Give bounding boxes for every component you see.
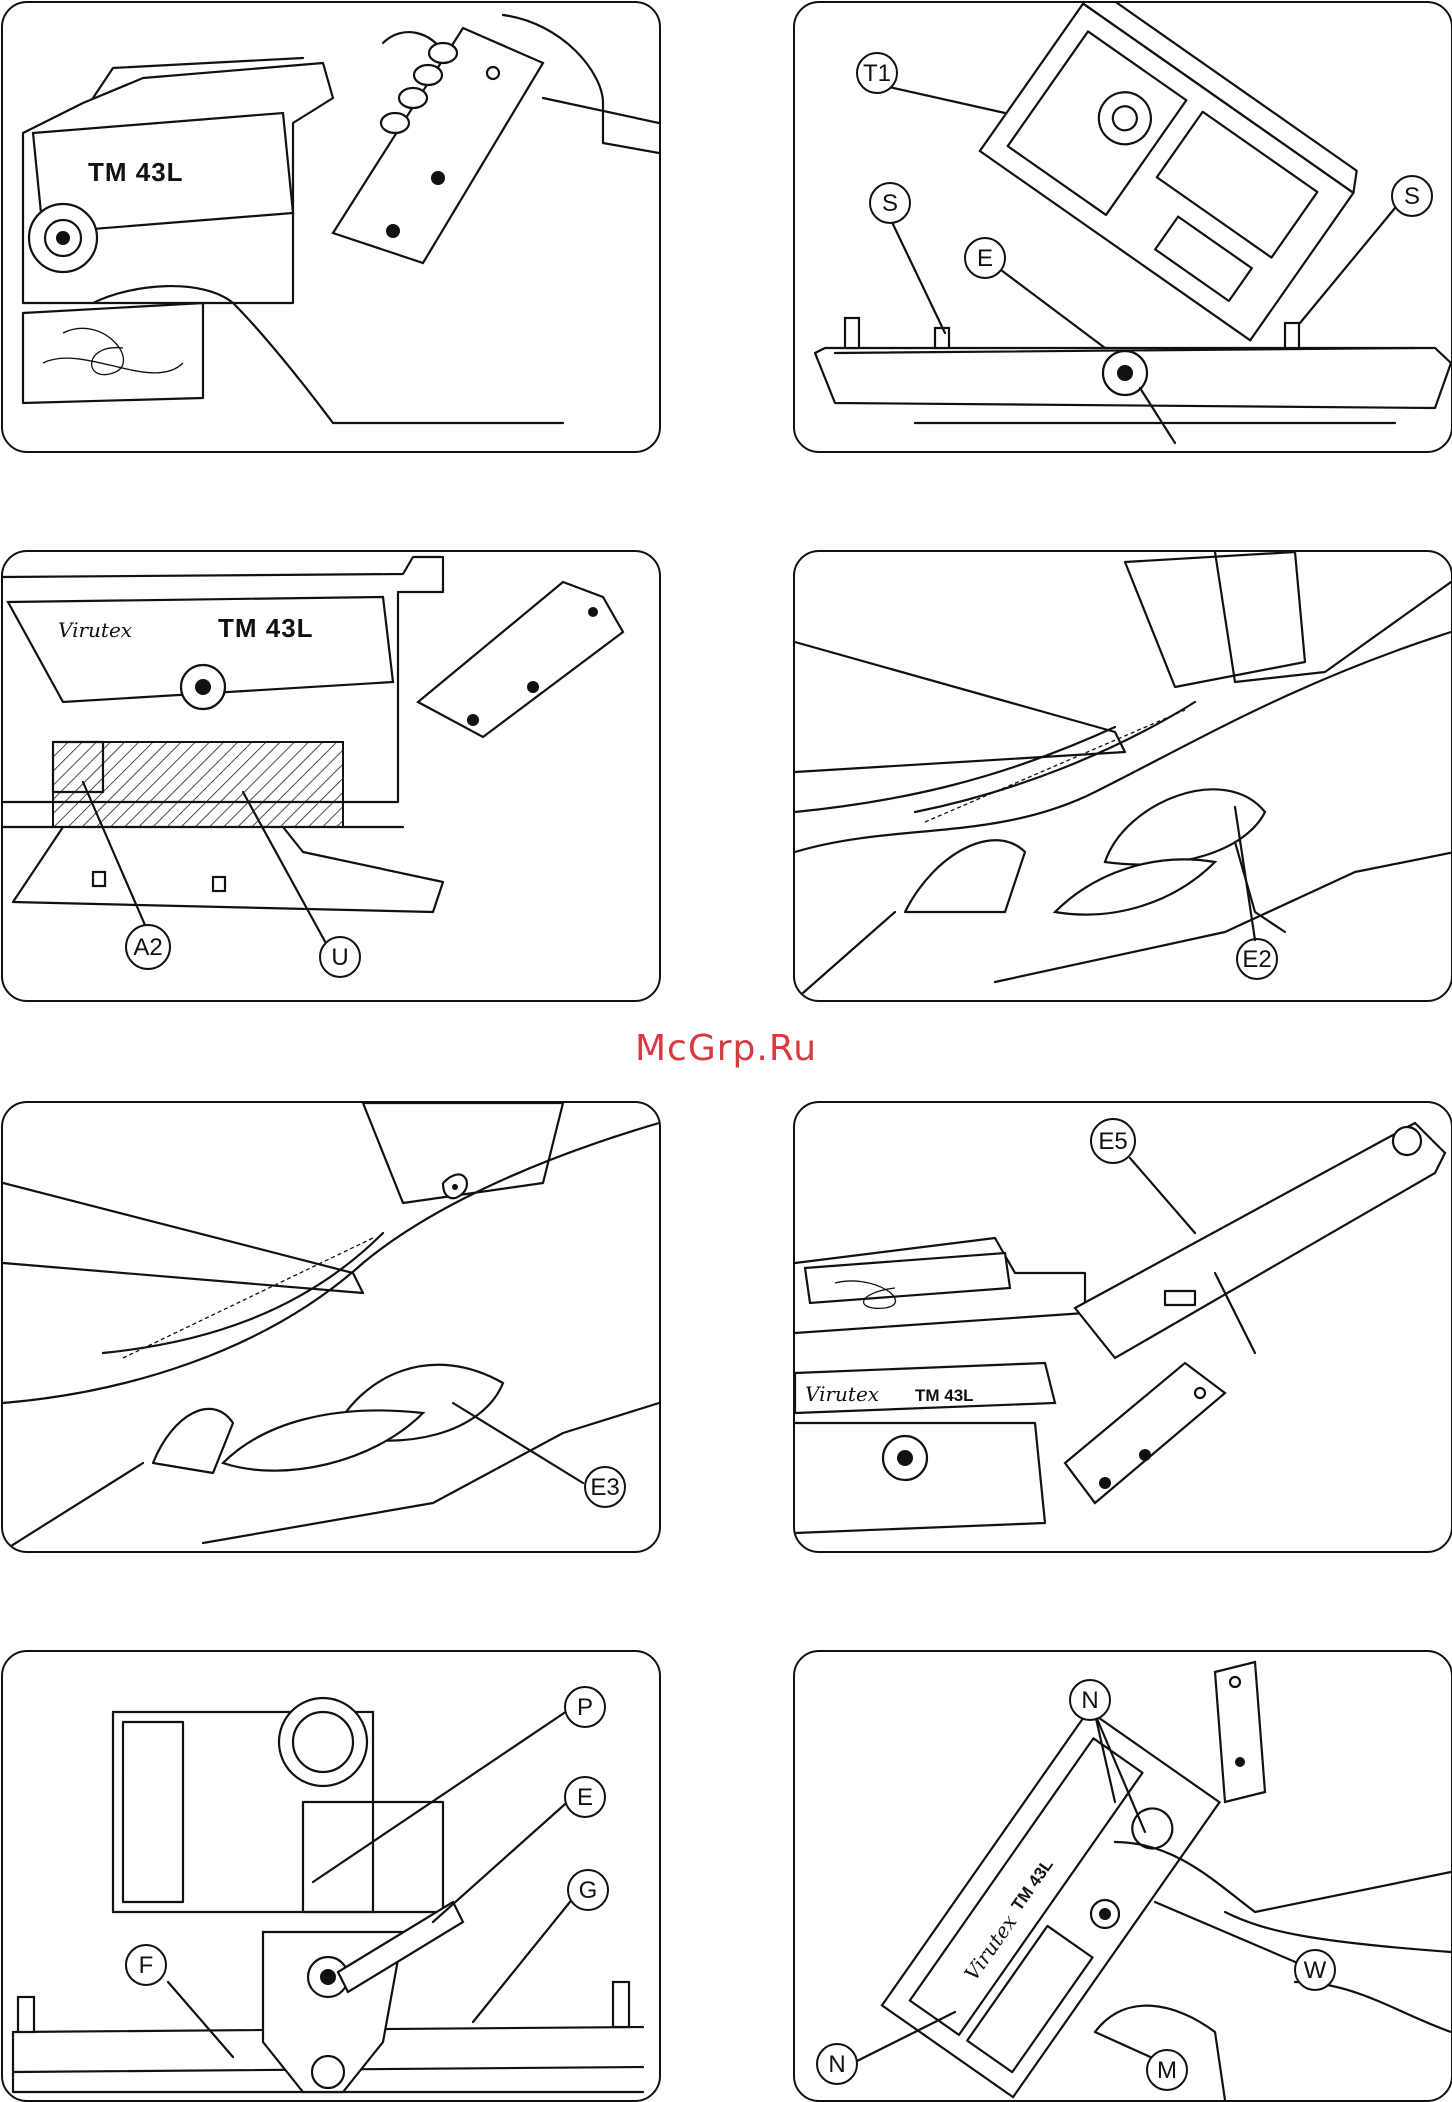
svg-text:N: N: [1081, 1687, 1098, 1714]
callout-P: P: [565, 1687, 605, 1727]
callout-U: U: [320, 937, 360, 977]
callout-E: E: [565, 1777, 605, 1817]
router-base-scale-illustration-2: E3: [3, 1103, 659, 1551]
figure-panel-1: TM 43L: [1, 1, 661, 453]
callout-A2: A2: [126, 925, 170, 969]
callout-E: E: [965, 238, 1005, 278]
watermark-text: McGrp.Ru: [0, 1028, 1452, 1069]
svg-text:W: W: [1304, 1957, 1327, 1984]
callout-N-bottom: N: [817, 2044, 857, 2084]
svg-text:U: U: [331, 944, 348, 971]
svg-text:S: S: [1404, 183, 1420, 210]
model-label: TM 43L: [218, 613, 314, 643]
callout-G: G: [568, 1870, 608, 1910]
callout-S-right: S: [1392, 176, 1432, 216]
svg-text:E5: E5: [1098, 1128, 1127, 1155]
callout-E3: E3: [585, 1467, 625, 1507]
figure-panel-3: A2 U Virutex TM 43L: [1, 550, 661, 1002]
router-arm-illustration: E5 Virutex TM 43L: [795, 1103, 1451, 1551]
svg-text:E2: E2: [1242, 946, 1271, 973]
svg-text:F: F: [139, 1952, 154, 1979]
callout-M: M: [1147, 2050, 1187, 2090]
brand-script: Virutex: [805, 1382, 879, 1406]
figure-panel-4: E2: [793, 550, 1452, 1002]
tilted-router-illustration: T1 S E S: [795, 3, 1451, 451]
svg-text:P: P: [577, 1694, 593, 1721]
svg-text:G: G: [579, 1877, 598, 1904]
callout-E2: E2: [1237, 939, 1277, 979]
router-base-scale-illustration-1: E2: [795, 552, 1451, 1000]
router-front-illustration: A2 U Virutex TM 43L: [3, 552, 659, 1000]
callout-F: F: [126, 1945, 166, 1985]
figure-panel-8: N W N M Virutex TM 43L: [793, 1650, 1452, 2102]
svg-text:N: N: [828, 2051, 845, 2078]
svg-text:E: E: [977, 245, 993, 272]
callout-S-left: S: [870, 183, 910, 223]
figure-panel-7: P E G F: [1, 1650, 661, 2102]
router-tilt-lock-illustration: P E G F: [3, 1652, 659, 2100]
callout-E5: E5: [1091, 1119, 1135, 1163]
figure-panel-6: E5 Virutex TM 43L: [793, 1101, 1452, 1553]
svg-text:S: S: [882, 190, 898, 217]
svg-text:T1: T1: [863, 60, 891, 87]
model-label: TM 43L: [88, 157, 184, 187]
router-table-illustration-1: TM 43L: [3, 3, 659, 451]
svg-text:E: E: [577, 1784, 593, 1811]
router-vertical-illustration: N W N M Virutex TM 43L: [795, 1652, 1451, 2100]
callout-W: W: [1295, 1950, 1335, 1990]
callout-T1: T1: [857, 53, 897, 93]
brand-script: Virutex: [58, 618, 132, 642]
svg-text:E3: E3: [590, 1474, 619, 1501]
callout-N-top: N: [1070, 1680, 1110, 1720]
figure-panel-5: E3: [1, 1101, 661, 1553]
figure-panel-2: T1 S E S: [793, 1, 1452, 453]
model-label: TM 43L: [915, 1386, 974, 1405]
svg-text:A2: A2: [133, 934, 162, 961]
svg-text:M: M: [1157, 2057, 1177, 2084]
